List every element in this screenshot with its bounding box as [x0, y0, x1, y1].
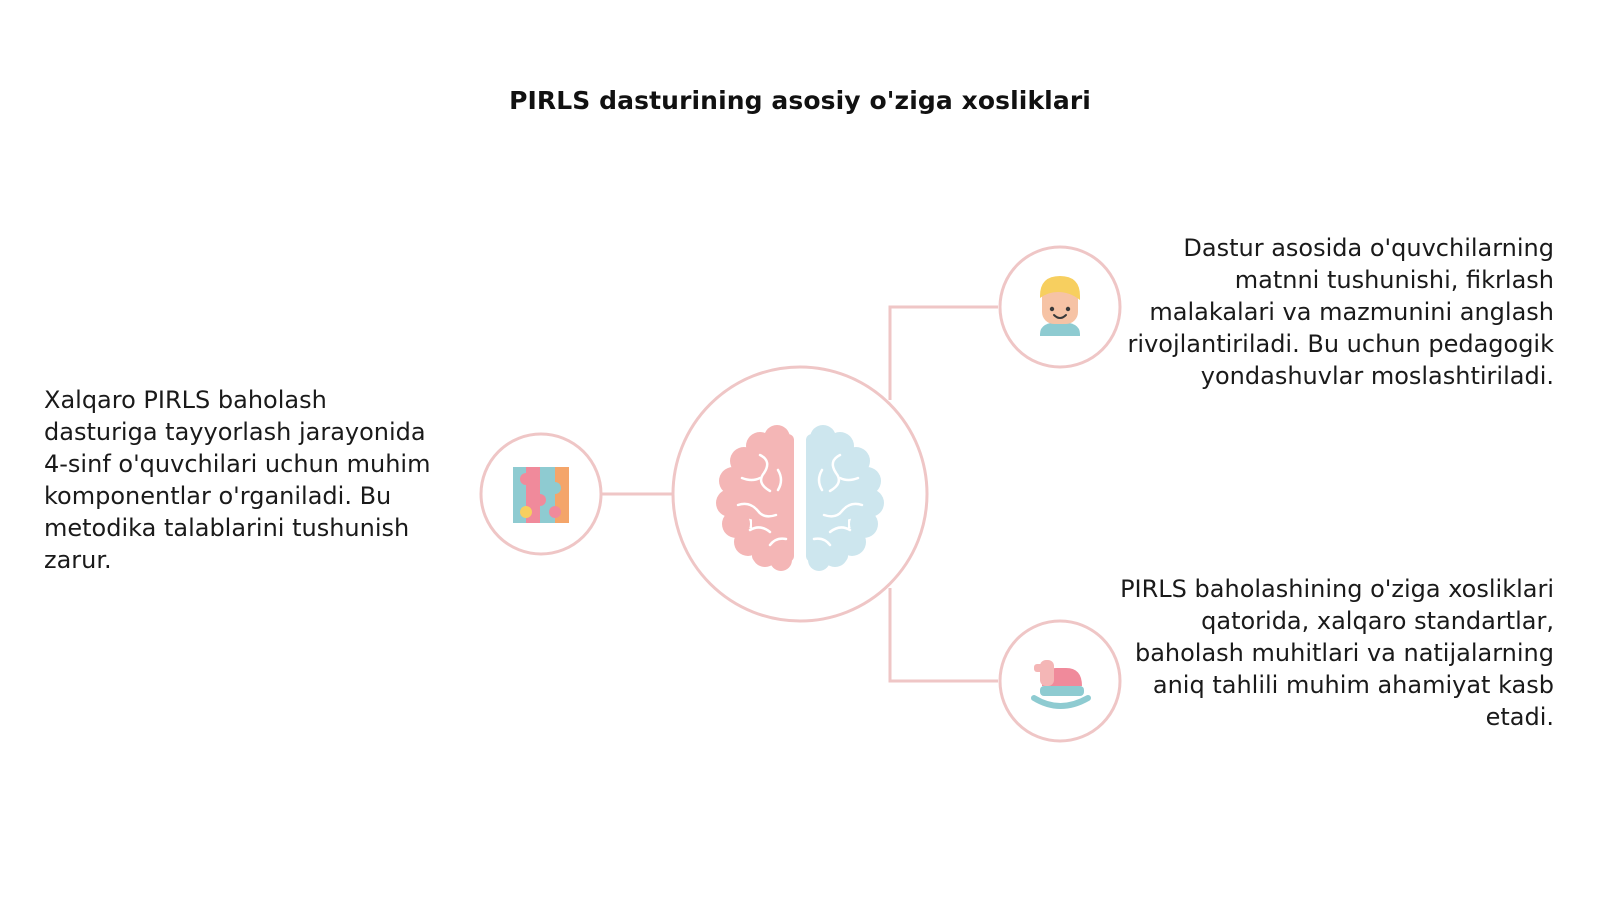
connector-top-right — [888, 305, 998, 400]
description-left: Xalqaro PIRLS baholash dasturiga tayyorl… — [44, 386, 431, 574]
description-top-right: Dastur asosida o'quvchilarning matnni tu… — [1127, 234, 1554, 390]
page-title: PIRLS dasturining asosiy o'ziga xoslikla… — [509, 86, 1091, 115]
rocking-horse-icon — [1031, 660, 1091, 709]
center-node — [671, 365, 929, 623]
puzzle-icon — [513, 467, 569, 523]
child-face-icon — [1040, 276, 1080, 336]
node-left — [479, 432, 603, 556]
description-bottom-right: PIRLS baholashining o'ziga xosliklari qa… — [1120, 575, 1554, 731]
brain-icon — [716, 424, 884, 571]
connectors — [601, 305, 998, 683]
node-top-right — [998, 245, 1122, 369]
node-bottom-right — [998, 619, 1122, 743]
connector-bottom-right — [888, 588, 998, 683]
